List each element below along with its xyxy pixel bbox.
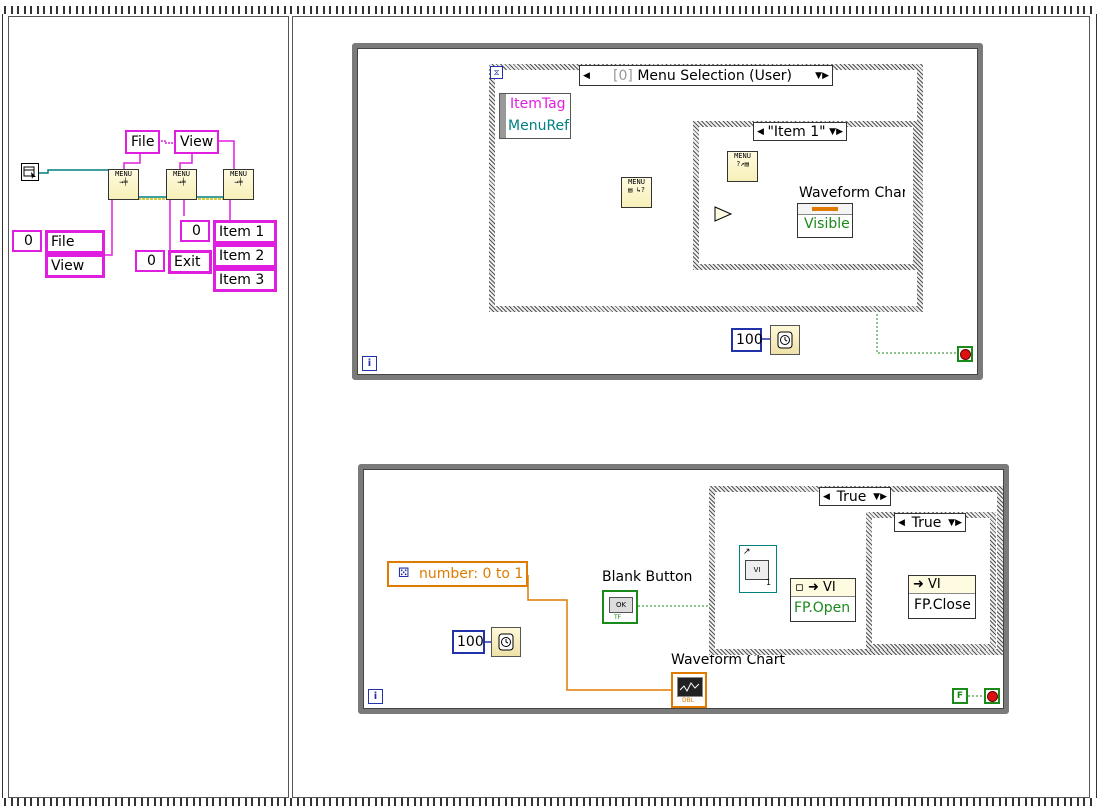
false-constant: F — [952, 688, 968, 704]
sequence-top-border — [2, 6, 1096, 14]
fp-close-invoke-node: ➜ VI FP.Close — [908, 575, 976, 619]
item-case-selector[interactable]: ◀ "Item 1" ▼▶ — [753, 122, 847, 141]
menuref-label: MenuRef — [508, 118, 570, 134]
get-menu-item-info-node: MENU▤ ↳? — [621, 177, 652, 208]
set-menu-item-info-node: MENU?↗▤ — [727, 151, 758, 182]
view-menu-string: View — [174, 130, 220, 154]
array-index[interactable]: 0 — [180, 220, 210, 242]
array-element: Exit — [168, 250, 212, 274]
insert-menu-items-node-2: MENU→╪ — [166, 169, 197, 200]
random-wire — [527, 575, 672, 691]
string-wire — [123, 153, 141, 170]
array-index[interactable]: 0 — [135, 250, 165, 272]
waveform-chart-property-node: Visible — [797, 203, 853, 238]
dice-icon: ⚄ — [398, 566, 410, 581]
blank-button-terminal[interactable]: OK TF — [602, 590, 638, 624]
array-element: Item 1 — [213, 220, 277, 244]
visible-property: Visible — [804, 216, 850, 232]
decrement-arrow-icon[interactable]: ◀ — [757, 126, 764, 137]
array-element: View — [45, 254, 105, 278]
insert-menu-items-node-1: MENU→╪ — [108, 169, 139, 200]
dropdown-arrow-icon[interactable]: ▼▶ — [873, 491, 887, 502]
sequence-frame-left — [2, 14, 7, 798]
loop-iteration-terminal: i — [368, 689, 383, 704]
wait-timer-icon — [491, 627, 521, 657]
dropdown-arrow-icon[interactable]: ▼▶ — [948, 517, 962, 528]
menuref-wire — [38, 169, 110, 174]
file-menu-string: File — [125, 130, 161, 154]
string-wire — [158, 140, 174, 144]
vi-reference-icon: ↗ VI 1 — [739, 545, 777, 593]
random-number-node: ⚄ number: 0 to 1 — [387, 561, 528, 587]
string-wire — [179, 153, 193, 170]
fp-open-invoke-node: ▫ ➜ VI FP.Open — [790, 578, 856, 622]
decrement-arrow-icon[interactable]: ◀ — [583, 70, 590, 81]
stop-terminal-icon — [957, 346, 973, 362]
array-element: Item 3 — [213, 268, 277, 292]
chart-while-loop — [358, 464, 1009, 714]
property-node-title: Waveform Chart — [799, 185, 905, 201]
itemtag-label: ItemTag — [510, 96, 566, 112]
outer-case-selector[interactable]: ◀ True ▼▶ — [819, 487, 891, 506]
wait-ms-constant: 100 — [452, 630, 485, 654]
item-case-structure — [693, 121, 919, 270]
string-wire — [216, 140, 235, 170]
event-case-selector[interactable]: ◀ [0] Menu Selection (User) ▼▶ — [579, 65, 833, 86]
stop-terminal-icon — [984, 688, 1000, 704]
decrement-arrow-icon[interactable]: ◀ — [898, 517, 905, 528]
loop-iteration-terminal: i — [362, 356, 377, 371]
blank-button-label: Blank Button — [602, 569, 693, 585]
waveform-chart-label: Waveform Chart — [671, 652, 785, 668]
wait-ms-constant: 100 — [731, 328, 763, 352]
decrement-arrow-icon[interactable]: ◀ — [823, 491, 830, 502]
dropdown-arrow-icon[interactable]: ▼▶ — [829, 126, 843, 137]
sequence-frame-right — [1092, 14, 1097, 798]
array-element: File — [45, 230, 105, 254]
array-element: Item 2 — [213, 244, 277, 268]
insert-menu-items-node-3: MENU→╪ — [223, 169, 254, 200]
event-data-node: ItemTag MenuRef — [499, 93, 571, 139]
not-function-icon — [713, 205, 733, 223]
waveform-chart-terminal: DBL — [671, 672, 707, 708]
stop-wire — [876, 258, 957, 354]
inner-case-selector[interactable]: ◀ True ▼▶ — [894, 513, 966, 532]
array-index[interactable]: 0 — [12, 230, 42, 252]
event-timeout-icon: ⧖ — [490, 66, 503, 79]
menu-ref-icon — [21, 163, 39, 181]
event-while-loop — [352, 43, 983, 380]
sequence-bottom-border — [2, 798, 1096, 806]
wait-timer-icon — [770, 325, 800, 355]
dropdown-arrow-icon[interactable]: ▼▶ — [815, 70, 829, 81]
